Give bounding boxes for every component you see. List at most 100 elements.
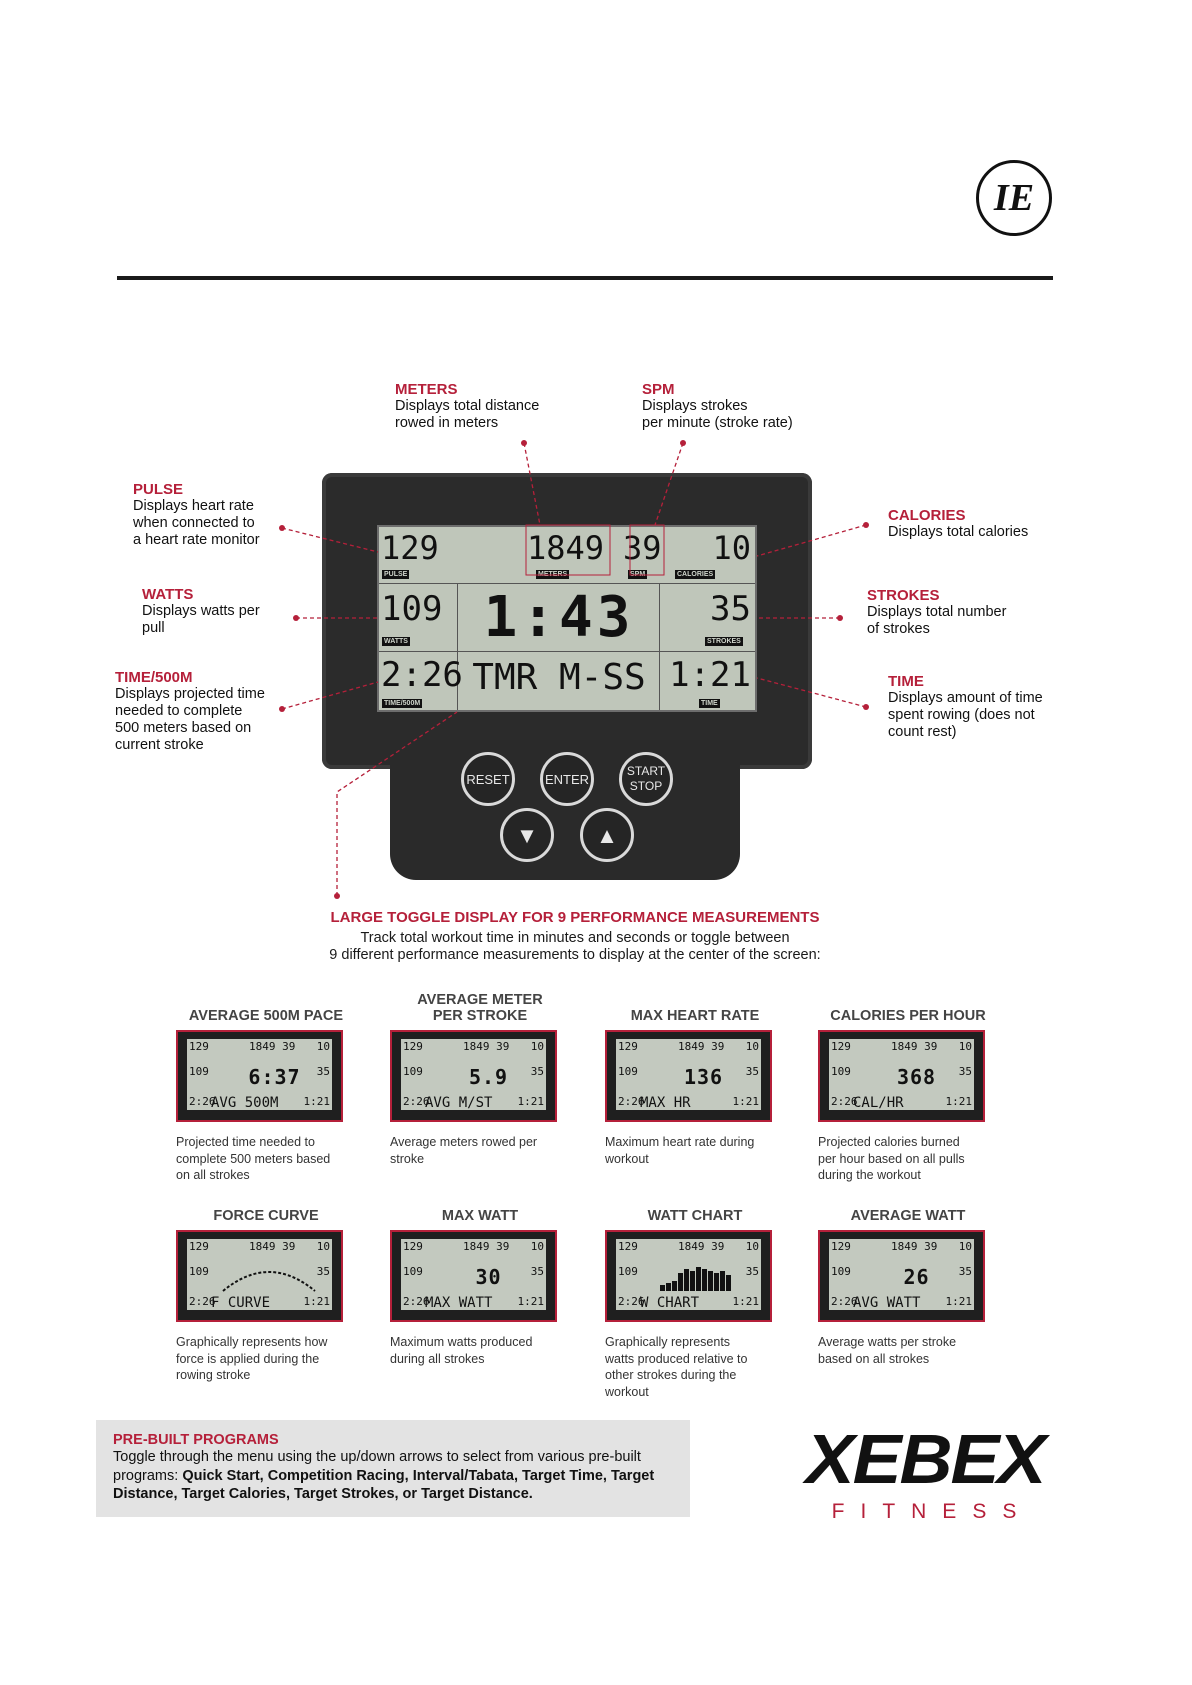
watt-bar <box>702 1269 707 1291</box>
watt-bar <box>720 1271 725 1291</box>
mini-split: 2:26 <box>403 1095 430 1108</box>
mini-calories: 10 <box>316 1040 330 1053</box>
mini-calories: 10 <box>530 1240 544 1253</box>
watt-bar <box>708 1271 713 1291</box>
mini-mode: W CHART <box>640 1295 700 1311</box>
mini-calories: 10 <box>958 1040 972 1053</box>
leader-lines <box>279 440 869 899</box>
mini-calories: 10 <box>530 1040 544 1053</box>
toggle-description: Track total workout time in minutes and … <box>329 930 821 963</box>
mini-time: 1:21 <box>732 1095 760 1108</box>
mini-time: 1:21 <box>732 1295 760 1308</box>
programs-description: Toggle through the menu using the up/dow… <box>113 1449 655 1502</box>
watt-bar <box>672 1281 677 1291</box>
mini-calories: 10 <box>316 1240 330 1253</box>
center-mode: TMR M-SS <box>472 657 646 698</box>
mini-pulse: 129 <box>403 1240 423 1253</box>
lcd-screen: 129 PULSE 1849 METERS 39 SPM 10 CALORIES… <box>377 525 757 712</box>
measure-description: Graphically represents how force is appl… <box>176 1335 328 1382</box>
mini-pulse: 129 <box>403 1040 423 1053</box>
mini-strokes: 35 <box>316 1065 330 1078</box>
measure-title: FORCE CURVE <box>213 1208 319 1224</box>
mini-meters-spm: 1849 39 <box>463 1240 510 1253</box>
mini-time: 1:21 <box>517 1295 545 1308</box>
split-label: TIME/500M <box>382 699 423 708</box>
calories-label: CALORIES <box>675 570 716 579</box>
watts-label: WATTS <box>382 637 410 646</box>
mini-big-value: 30 <box>475 1265 502 1289</box>
mini-pulse: 129 <box>189 1040 209 1053</box>
mini-meters-spm: 1849 39 <box>463 1040 510 1053</box>
time-label: TIME <box>699 699 720 708</box>
pulse-value: 129 <box>381 529 439 567</box>
mini-split: 2:26 <box>831 1095 858 1108</box>
mini-strokes: 35 <box>745 1265 759 1278</box>
measure-title: AVERAGE WATT <box>850 1208 966 1224</box>
mini-pulse: 129 <box>831 1240 851 1253</box>
measure-description: Maximum heart rate during workout <box>605 1135 755 1166</box>
mini-pulse: 129 <box>189 1240 209 1253</box>
up-arrow-button[interactable]: ▲ <box>580 808 634 862</box>
measure-title: CALORIES PER HOUR <box>830 1008 986 1024</box>
watt-bar <box>666 1283 671 1291</box>
watt-bar <box>690 1271 695 1291</box>
force-curve-graphic <box>222 1271 316 1292</box>
mini-time: 1:21 <box>517 1095 545 1108</box>
mini-pulse: 129 <box>618 1040 638 1053</box>
measure-description: Projected calories burned per hour based… <box>818 1135 965 1182</box>
measure-description: Projected time needed to complete 500 me… <box>176 1135 331 1182</box>
enter-button[interactable]: ENTER <box>540 752 594 806</box>
start-stop-button[interactable]: START STOP <box>619 752 673 806</box>
mini-watts: 109 <box>618 1265 638 1278</box>
down-arrow-button[interactable]: ▼ <box>500 808 554 862</box>
mini-watts: 109 <box>618 1065 638 1078</box>
mini-meters-spm: 1849 39 <box>249 1240 296 1253</box>
watt-bar <box>660 1285 665 1291</box>
pulse-label: PULSE <box>382 570 410 579</box>
mini-strokes: 35 <box>745 1065 759 1078</box>
watt-bar <box>684 1269 689 1291</box>
measure-title: MAX HEART RATE <box>630 1008 760 1024</box>
ie-logo: IE <box>976 160 1052 236</box>
mini-strokes: 35 <box>530 1065 544 1078</box>
center-value: 1:43 <box>483 585 635 650</box>
mini-time: 1:21 <box>945 1095 973 1108</box>
mini-big-value: 136 <box>683 1065 724 1089</box>
mini-pulse: 129 <box>831 1040 851 1053</box>
mini-strokes: 35 <box>958 1265 972 1278</box>
strokes-label: STROKES <box>705 637 743 646</box>
reset-button[interactable]: RESET <box>461 752 515 806</box>
mini-big-value: 6:37 <box>248 1065 301 1089</box>
mini-calories: 10 <box>745 1040 759 1053</box>
mini-watts: 109 <box>831 1065 851 1078</box>
split-value: 2:26 <box>381 655 463 695</box>
mini-big-value: 26 <box>903 1265 930 1289</box>
mini-strokes: 35 <box>530 1265 544 1278</box>
mini-calories: 10 <box>958 1240 972 1253</box>
mini-mode: MAX WATT <box>425 1295 493 1311</box>
time-value: 1:21 <box>669 655 751 695</box>
watt-bar <box>696 1267 701 1291</box>
measure-description: Average watts per stroke based on all st… <box>818 1335 957 1366</box>
programs-title: PRE-BUILT PROGRAMS <box>113 1432 279 1448</box>
mini-meters-spm: 1849 39 <box>249 1040 296 1053</box>
mini-watts: 109 <box>831 1265 851 1278</box>
mini-split: 2:26 <box>189 1095 216 1108</box>
mini-mode: CAL/HR <box>853 1095 904 1111</box>
mini-pulse: 129 <box>618 1240 638 1253</box>
watt-bar <box>678 1273 683 1291</box>
mini-mode: F CURVE <box>211 1295 271 1311</box>
